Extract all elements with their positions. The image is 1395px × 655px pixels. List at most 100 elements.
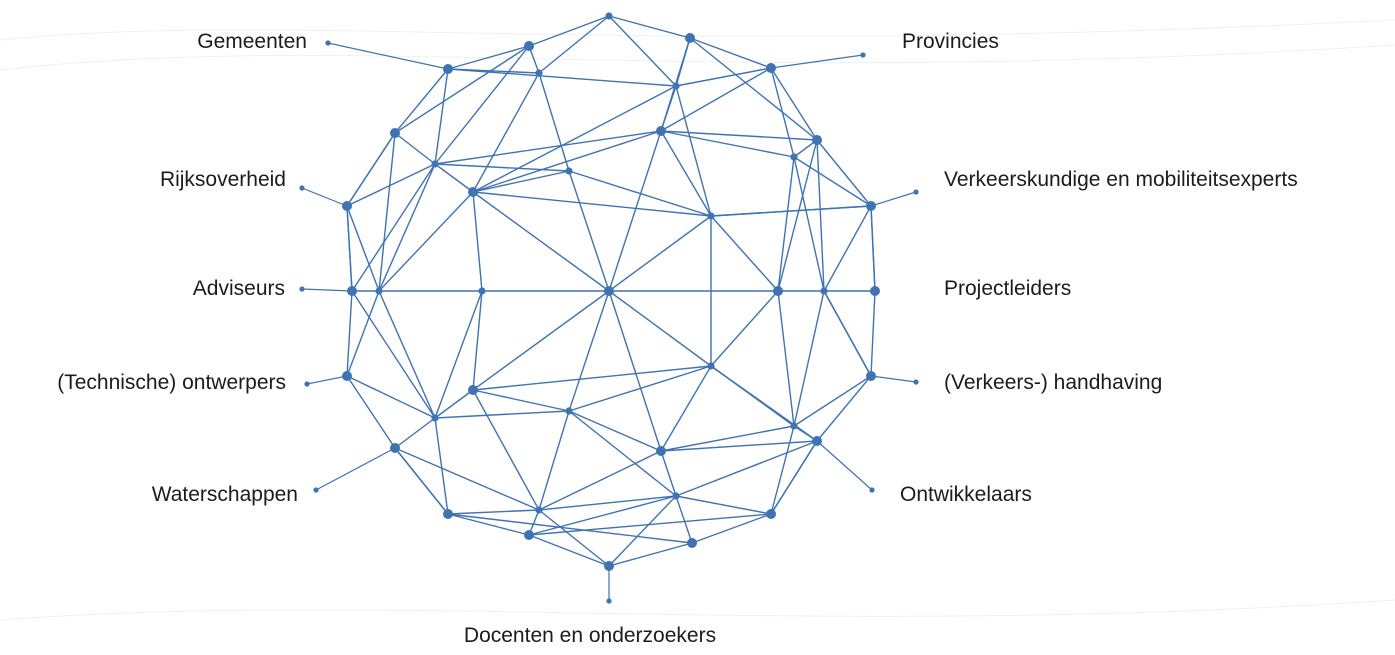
- sphere-edge: [472, 290, 610, 391]
- sphere-edge: [710, 215, 779, 292]
- sphere-edge: [394, 417, 436, 449]
- sphere-node: [468, 187, 478, 197]
- sphere-edge: [346, 375, 396, 449]
- sphere-edge: [378, 191, 474, 292]
- label-adviseurs: Adviseurs: [193, 277, 285, 300]
- sphere-edge: [472, 290, 483, 391]
- leader-endpoint: [860, 52, 866, 58]
- sphere-edge: [434, 130, 662, 165]
- sphere-node: [443, 64, 453, 74]
- sphere-edge: [816, 375, 872, 442]
- sphere-edge: [608, 130, 662, 292]
- sphere-node: [687, 538, 697, 548]
- sphere-edge: [660, 130, 818, 141]
- leader-line: [816, 440, 873, 491]
- sphere-node: [604, 561, 614, 571]
- sphere-edge: [608, 215, 712, 292]
- sphere-edge: [434, 45, 530, 165]
- leader-endpoint: [913, 189, 919, 195]
- sphere-edge: [472, 72, 540, 193]
- sphere-edge: [870, 205, 876, 292]
- sphere-edge: [346, 375, 436, 419]
- sphere-node: [790, 153, 798, 161]
- sphere-edge: [447, 513, 530, 536]
- sphere-edge: [675, 85, 712, 217]
- sphere-node: [535, 506, 543, 514]
- sphere-edge: [770, 67, 795, 158]
- sphere-edge: [823, 205, 872, 292]
- sphere-node: [478, 287, 486, 295]
- sphere-edge: [472, 170, 570, 193]
- sphere-edge: [608, 290, 712, 367]
- leader-endpoint: [869, 487, 875, 493]
- sphere-node: [766, 509, 776, 519]
- sphere-edge: [660, 130, 795, 158]
- sphere-edge: [568, 410, 677, 497]
- sphere-node: [672, 492, 680, 500]
- sphere-node: [685, 33, 695, 43]
- leader-endpoint: [913, 379, 919, 385]
- sphere-edge: [777, 156, 795, 292]
- sphere-edge: [608, 15, 677, 87]
- sphere-edge: [691, 513, 772, 544]
- sphere-edge: [823, 290, 872, 377]
- sphere-node: [565, 167, 573, 175]
- sphere-edge: [472, 191, 483, 292]
- leader-line: [306, 375, 348, 385]
- sphere-edge: [675, 495, 693, 544]
- label-projectleiders: Projectleiders: [944, 277, 1071, 300]
- sphere-edge: [434, 163, 570, 172]
- sphere-node: [604, 286, 614, 296]
- sphere-edge: [528, 534, 610, 567]
- sphere-edge: [816, 139, 872, 207]
- sphere-edge: [660, 130, 712, 217]
- sphere-edge: [793, 156, 872, 207]
- sphere-edge: [472, 191, 610, 292]
- sphere-node: [605, 12, 613, 20]
- sphere-edge: [346, 132, 396, 207]
- sphere-edge: [538, 410, 570, 511]
- label-ontwerpers: (Technische) ontwerpers: [57, 371, 286, 394]
- sphere-edge: [472, 130, 662, 193]
- sphere-edge: [660, 365, 712, 452]
- label-handhaving: (Verkeers-) handhaving: [944, 371, 1162, 394]
- sphere-edge: [538, 495, 677, 511]
- sphere-node: [347, 286, 357, 296]
- sphere-node: [866, 201, 876, 211]
- sphere-edges: [346, 15, 876, 567]
- sphere-edge: [434, 389, 474, 419]
- leader-line: [301, 288, 353, 292]
- sphere-node: [375, 287, 383, 295]
- sphere-edge: [394, 447, 449, 515]
- sphere-node: [656, 446, 666, 456]
- sphere-node: [390, 443, 400, 453]
- label-leader-lines: [299, 40, 919, 604]
- sphere-node: [812, 436, 822, 446]
- sphere-edge: [568, 170, 712, 217]
- sphere-node: [524, 530, 534, 540]
- sphere-edge: [447, 513, 693, 544]
- sphere-edge: [608, 542, 693, 567]
- sphere-edge: [770, 425, 795, 515]
- sphere-edge: [346, 290, 380, 377]
- sphere-edge: [346, 205, 380, 292]
- sphere-node: [342, 201, 352, 211]
- leader-line: [327, 42, 449, 70]
- sphere-edge: [447, 509, 540, 515]
- sphere-edge: [538, 72, 570, 172]
- sphere-edge: [434, 68, 449, 165]
- leader-line: [870, 191, 917, 207]
- sphere-edge: [608, 495, 677, 567]
- sphere-edge: [434, 163, 474, 193]
- sphere-edge: [472, 191, 712, 217]
- sphere-edge: [472, 365, 712, 391]
- background-decoration: [0, 19, 1395, 621]
- sphere-node: [790, 422, 798, 430]
- sphere-edge: [538, 509, 610, 567]
- sphere-node: [431, 414, 439, 422]
- sphere-edge: [378, 163, 436, 292]
- label-docenten: Docenten en onderzoekers: [464, 624, 716, 647]
- sphere-edge: [793, 156, 825, 292]
- sphere-edge: [770, 67, 818, 141]
